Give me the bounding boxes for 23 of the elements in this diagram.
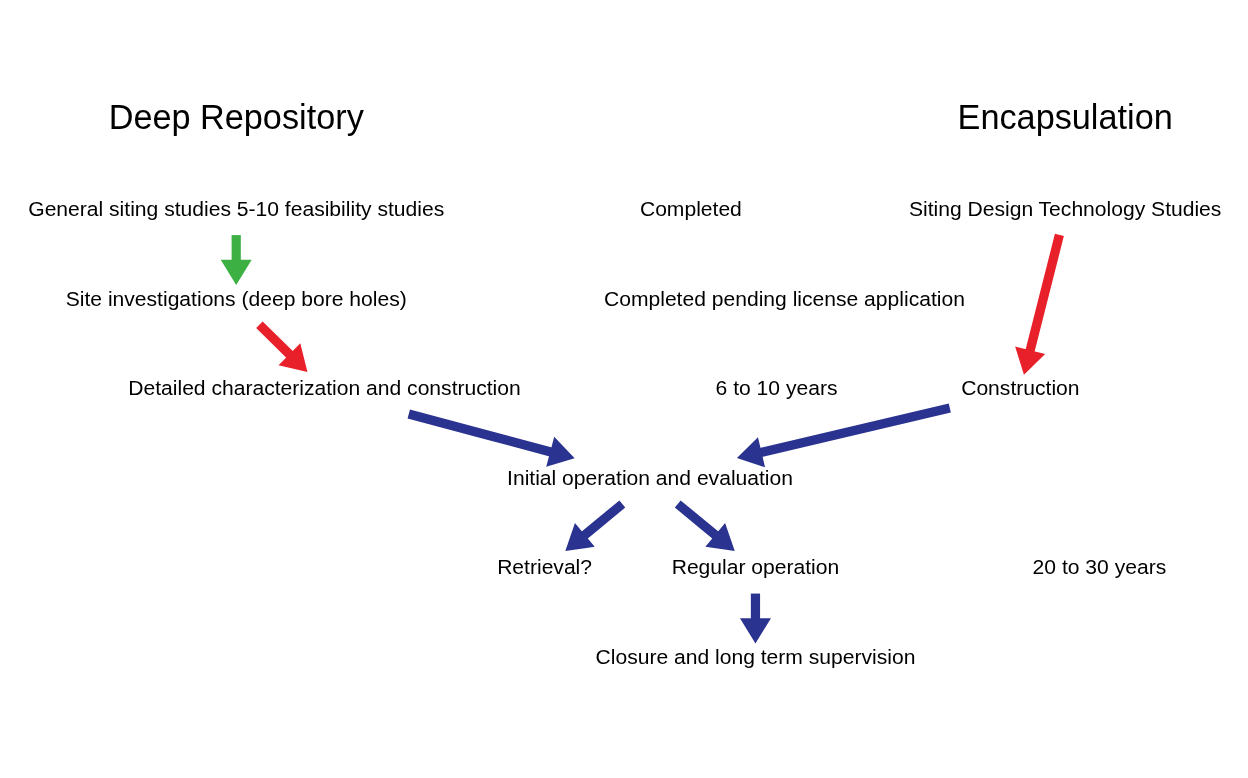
arrow (736, 403, 951, 467)
node-text: Construction (961, 375, 1080, 399)
label: Deep Repository (108, 97, 364, 136)
node-text: Siting Design Technology Studies (908, 196, 1222, 220)
arrow (256, 320, 308, 372)
label: 20 to 30 years (1032, 554, 1167, 578)
arrow (220, 234, 252, 285)
node-text: Closure and long term supervision (595, 644, 916, 668)
node-text: Site investigations (deep bore holes) (65, 286, 407, 310)
label: Completed (639, 196, 742, 220)
label: Completed pending license application (603, 286, 965, 310)
arrow (739, 593, 771, 644)
arrow (407, 409, 575, 467)
arrow (1015, 233, 1064, 375)
label: 6 to 10 years (715, 375, 838, 399)
arrow (565, 499, 626, 551)
node-text: General siting studies 5-10 feasibility studies (28, 196, 445, 220)
label: Encapsulation (957, 97, 1173, 136)
arrow (674, 499, 735, 551)
node-text: Retrieval? (497, 554, 593, 578)
node-text: Detailed characterization and construction (128, 375, 521, 399)
node-text: Regular operation (671, 554, 840, 578)
node-text: Initial operation and evaluation (507, 465, 793, 489)
